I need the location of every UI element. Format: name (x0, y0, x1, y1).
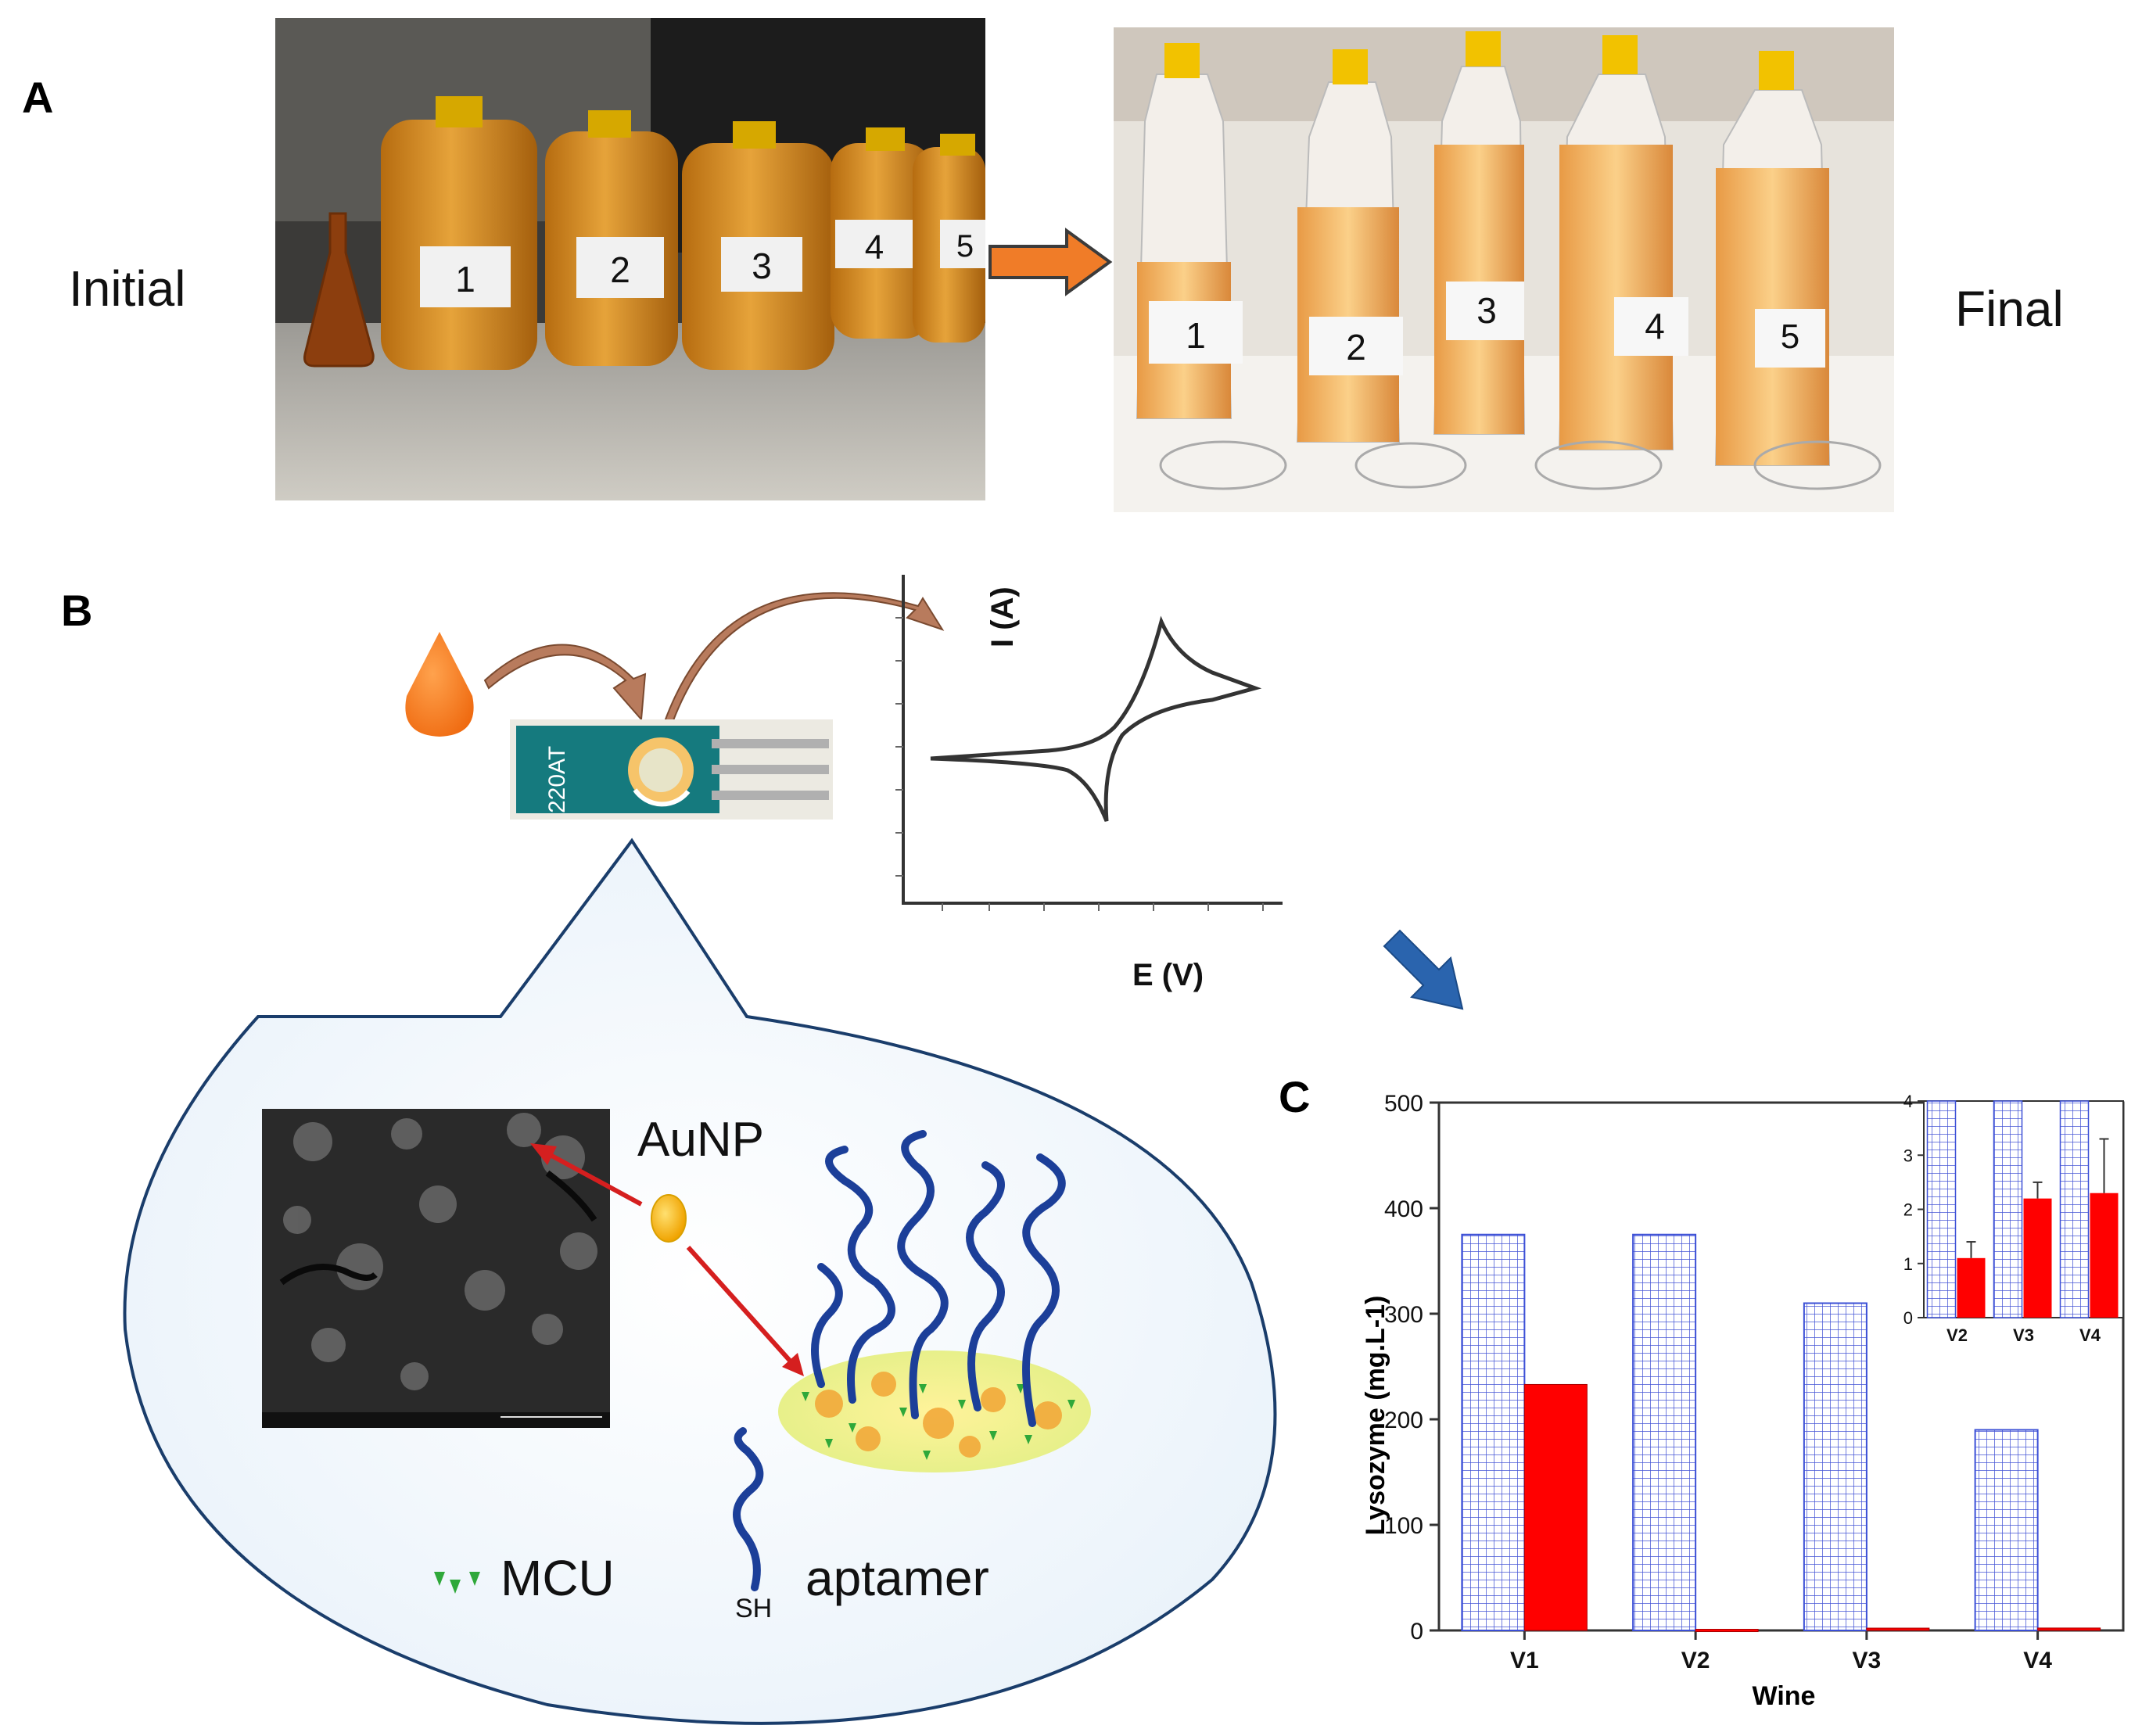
blue-arrow-icon (1383, 929, 1464, 1010)
aunp-particle-icon (651, 1194, 687, 1243)
final-bottle-2: 2 (1296, 49, 1403, 443)
cv-plot (895, 575, 1283, 911)
y-tick-label: 400 (1384, 1196, 1423, 1222)
curved-arrow-drop (483, 644, 647, 722)
bottle-number-5: 5 (956, 229, 974, 264)
bar-red (2037, 1627, 2101, 1631)
panel-c-label: C (1279, 1072, 1311, 1121)
final-bottle-1: 1 (1136, 43, 1243, 419)
initial-jug-1: 1 (381, 96, 537, 370)
initial-jug-4: 4 (831, 127, 932, 339)
aptamer-label: aptamer (805, 1550, 989, 1606)
inset-bar-red (1957, 1257, 1986, 1318)
inset-x-tick-label: V2 (1946, 1325, 1968, 1345)
final-bottle-3: 3 (1433, 31, 1526, 435)
y-tick-label: 500 (1384, 1091, 1423, 1117)
mcu-icon (434, 1572, 480, 1594)
panel-b-diagram: 220AT Au (123, 575, 1283, 1725)
bottle-number-1: 1 (455, 259, 475, 299)
speech-bubble (123, 838, 1277, 1725)
inset-bar-hatched (1926, 1100, 1957, 1318)
bar-red (1523, 1383, 1588, 1631)
final-bottle-4: 4 (1558, 35, 1688, 450)
x-tick-label: V4 (2023, 1648, 2052, 1673)
mcu-label: MCU (501, 1550, 615, 1606)
aunp-label: AuNP (637, 1113, 764, 1167)
cv-ylabel: I (A) (985, 586, 1020, 647)
bar-hatched (1803, 1302, 1868, 1631)
initial-bottles-photo: 1 2 3 4 5 (275, 18, 985, 500)
inset-bar-red (2090, 1193, 2119, 1318)
inset-bar-red (2023, 1198, 2052, 1318)
bottle-number-1-final: 1 (1186, 315, 1206, 356)
bottle-number-3: 3 (752, 246, 772, 286)
flask-shape (303, 212, 375, 368)
cv-xlabel: E (V) (1132, 958, 1204, 992)
final-bottle-5: 5 (1714, 51, 1831, 466)
bar-hatched (1974, 1429, 2039, 1631)
red-arrow-head-1 (530, 1143, 557, 1165)
bottle-number-3-final: 3 (1476, 290, 1497, 331)
panel-a-label: A (22, 73, 54, 122)
bottle-number-4-final: 4 (1645, 306, 1665, 346)
electrode-text: 220AT (544, 746, 570, 813)
screen-printed-electrode: 220AT (510, 719, 833, 820)
final-bottles-photo: 1 2 3 4 5 (1114, 27, 1894, 512)
bar-hatched (1632, 1233, 1697, 1631)
initial-jug-5: 5 (913, 134, 985, 343)
inset-y-tick-label: 3 (1903, 1146, 1913, 1165)
inset-y-tick-label: 2 (1903, 1200, 1913, 1220)
inset-y-tick-label: 0 (1903, 1308, 1913, 1328)
inset-y-tick-label: 4 (1903, 1092, 1913, 1111)
bar-hatched (1461, 1233, 1526, 1631)
bottle-number-4: 4 (865, 228, 884, 267)
wine-glasses (1159, 440, 1882, 490)
aptamer-strands (811, 1130, 1066, 1427)
red-arrow-head-2 (782, 1353, 804, 1376)
final-label: Final (1955, 281, 2064, 337)
y-tick-label: 300 (1384, 1302, 1423, 1328)
cv-curve (930, 615, 1262, 822)
orange-arrow-icon (988, 228, 1113, 296)
bar-red (1695, 1629, 1759, 1633)
chart-xlabel: Wine (1753, 1681, 1816, 1711)
y-tick-label: 0 (1410, 1619, 1423, 1645)
sh-label: SH (735, 1594, 772, 1623)
inset-y-tick-label: 1 (1903, 1254, 1913, 1274)
inset-x-tick-label: V3 (2013, 1325, 2034, 1345)
x-tick-label: V2 (1681, 1648, 1710, 1673)
panel-b-label: B (61, 586, 93, 635)
initial-label: Initial (69, 260, 186, 317)
chart-ylabel: Lysozyme (mg.L-1) (1361, 1296, 1390, 1536)
x-tick-label: V1 (1510, 1648, 1539, 1673)
initial-jug-3: 3 (682, 121, 834, 370)
bottle-number-2-final: 2 (1346, 327, 1366, 368)
curved-arrow-to-cv (654, 592, 945, 751)
bottle-number-5-final: 5 (1781, 317, 1799, 356)
chart-frame (1437, 1101, 2125, 1632)
drop-icon (405, 632, 474, 737)
bottle-number-2: 2 (610, 249, 630, 290)
inset-x-tick-label: V4 (2079, 1325, 2101, 1345)
y-tick-label: 200 (1384, 1408, 1423, 1433)
sem-image (262, 1109, 610, 1428)
bar-red (1866, 1627, 1930, 1631)
y-tick-label: 100 (1384, 1513, 1423, 1539)
initial-jug-2: 2 (545, 110, 678, 366)
aptamer-legend-strand-icon (733, 1427, 764, 1591)
inset-bar-hatched (1993, 1100, 2023, 1318)
x-tick-label: V3 (1853, 1648, 1882, 1673)
inset-bar-hatched (2059, 1100, 2090, 1318)
